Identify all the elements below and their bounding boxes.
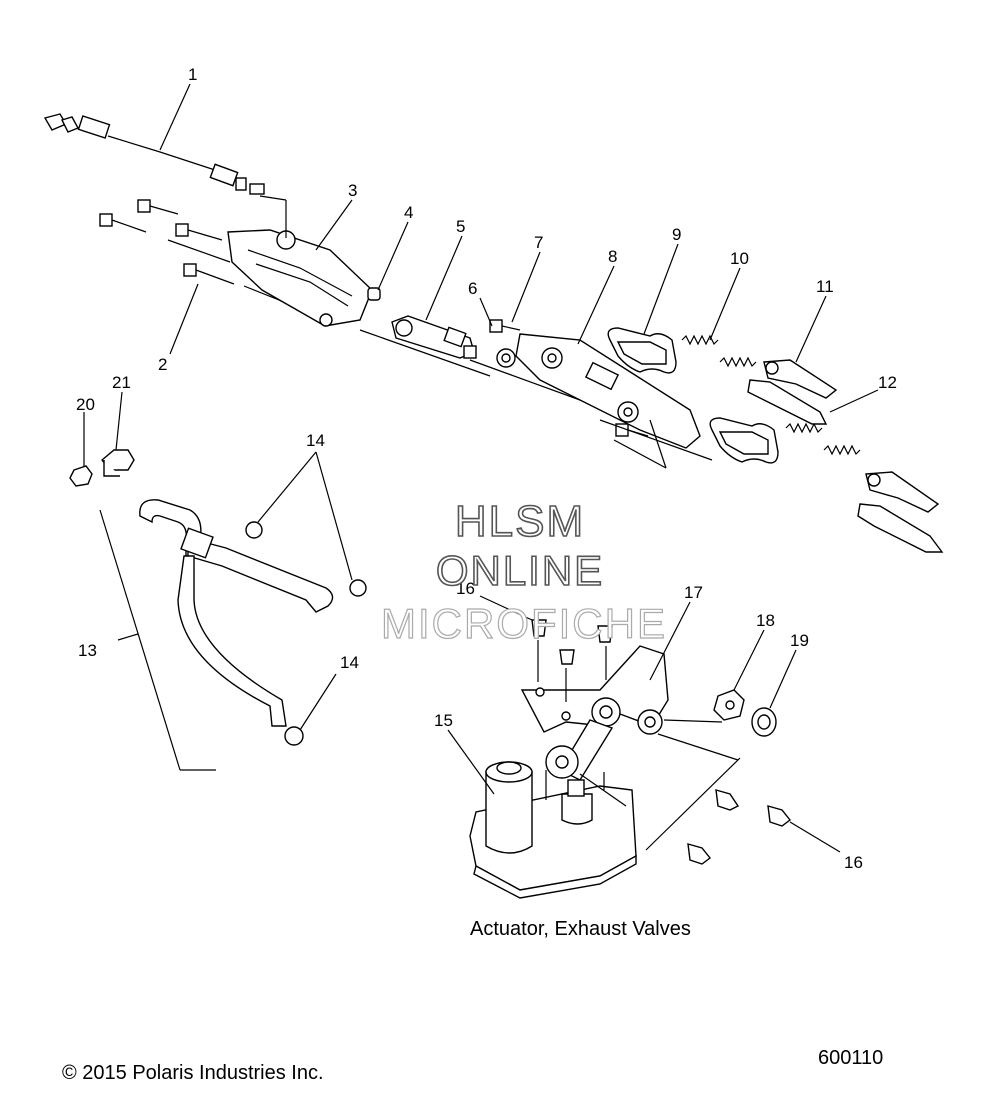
figure-number: 600110	[818, 1047, 884, 1069]
callout-6: 6	[468, 279, 477, 298]
callout-17: 17	[684, 583, 703, 602]
callout-labels: 1 2 3 4 5 6 7 8 9 10 11 12 13 14 14 14 1…	[76, 65, 897, 872]
diagram-caption: Actuator, Exhaust Valves	[470, 918, 691, 940]
callout-14-b: 14	[340, 653, 359, 672]
callout-15: 15	[434, 711, 453, 730]
part-18-19-nut-grommet	[713, 689, 777, 737]
callout-20: 20	[76, 395, 95, 414]
callout-16-a: 16	[456, 579, 475, 598]
callout-14-a: 14	[306, 431, 325, 450]
part-16-screws-top	[531, 619, 613, 702]
watermark-line-1: HLSM	[454, 496, 586, 547]
callout-4: 4	[404, 203, 413, 222]
callout-13: 13	[78, 641, 97, 660]
part-3-housing	[227, 195, 373, 327]
part-2-bolts	[99, 199, 295, 307]
callout-2: 2	[158, 355, 167, 374]
part-11-12-levers	[747, 359, 944, 553]
part-5-link	[391, 315, 477, 359]
callout-18: 18	[756, 611, 775, 630]
part-20-21-clip	[69, 449, 135, 487]
part-17-linkage	[520, 645, 739, 781]
watermark-line-2: ONLINE	[435, 546, 605, 595]
callout-21: 21	[112, 373, 131, 392]
copyright-notice: © 2015 Polaris Industries Inc.	[62, 1062, 324, 1084]
part-16-screws-bottom	[687, 789, 841, 865]
part-14-clamps	[245, 521, 367, 746]
part-9-gaskets	[607, 327, 779, 464]
callout-10: 10	[730, 249, 749, 268]
part-13-hose	[99, 499, 334, 771]
part-10-springs	[681, 334, 861, 456]
callout-12: 12	[878, 373, 897, 392]
callout-1: 1	[188, 65, 197, 84]
part-15-actuator	[469, 757, 741, 899]
callout-9: 9	[672, 225, 681, 244]
callout-3: 3	[348, 181, 357, 200]
watermark-line-3: MICROFICHE	[380, 599, 667, 647]
callout-8: 8	[608, 247, 617, 266]
part-4-pin	[367, 287, 381, 301]
part-1-cable	[43, 113, 265, 195]
callout-5: 5	[456, 217, 465, 236]
part-8-bracket	[515, 333, 701, 449]
callout-11: 11	[816, 277, 834, 296]
callout-19: 19	[790, 631, 809, 650]
callout-16-b: 16	[844, 853, 863, 872]
leader-lines	[83, 83, 879, 795]
alignment-lines	[359, 329, 713, 469]
callout-7: 7	[534, 233, 543, 252]
